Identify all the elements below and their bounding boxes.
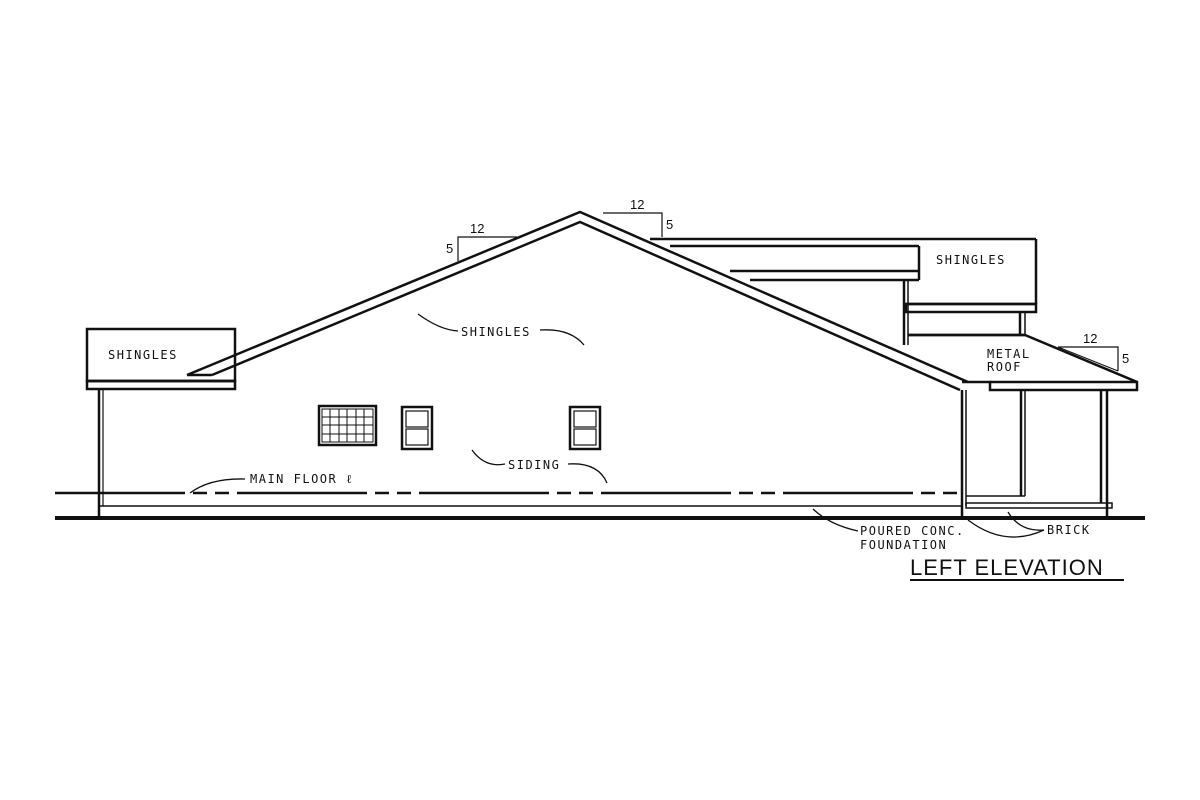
pitch-marker-ridge: 12 5 bbox=[603, 197, 673, 237]
drawing-title: LEFT ELEVATION bbox=[910, 555, 1104, 580]
porch-metal-roof bbox=[908, 333, 1139, 392]
leader-arrow bbox=[417, 313, 459, 332]
leader-arrow bbox=[967, 519, 1045, 538]
leader-arrow bbox=[539, 329, 585, 346]
pitch-rise-label: 5 bbox=[1122, 351, 1129, 366]
shingles-main-label: SHINGLES bbox=[461, 325, 531, 339]
pitch-rise-label: 5 bbox=[666, 217, 673, 232]
shingles-left-label: SHINGLES bbox=[108, 348, 178, 362]
shingles-right-label: SHINGLES bbox=[936, 253, 1006, 267]
brick-label: BRICK bbox=[1047, 523, 1091, 537]
foundation-label-1: POURED CONC. bbox=[860, 524, 965, 538]
main-gable-roof bbox=[186, 210, 969, 392]
left-wing bbox=[85, 327, 237, 518]
metal-roof-label-1: METAL bbox=[987, 347, 1031, 361]
leader-arrow bbox=[1007, 511, 1045, 531]
porch-posts bbox=[960, 390, 1113, 518]
pitch-marker-porch: 12 5 bbox=[1057, 331, 1129, 372]
double-hung-window-1 bbox=[400, 405, 434, 451]
leader-arrow bbox=[812, 508, 859, 532]
pitch-run-label: 12 bbox=[630, 197, 644, 212]
pitch-run-label: 12 bbox=[1083, 331, 1097, 346]
leader-arrow bbox=[567, 463, 608, 484]
pitch-rise-label: 5 bbox=[446, 241, 453, 256]
leader-arrow bbox=[189, 478, 246, 494]
siding-label: SIDING bbox=[508, 458, 560, 472]
foundation-label-2: FOUNDATION bbox=[860, 538, 947, 552]
pitch-run-label: 12 bbox=[470, 221, 484, 236]
metal-roof-label-2: ROOF bbox=[987, 360, 1022, 374]
main-floor-label: MAIN FLOOR ℓ bbox=[250, 472, 353, 486]
double-hung-window-2 bbox=[568, 405, 602, 451]
leader-arrow bbox=[471, 449, 506, 466]
grid-window bbox=[317, 404, 378, 447]
pitch-marker-left: 12 5 bbox=[446, 221, 517, 261]
